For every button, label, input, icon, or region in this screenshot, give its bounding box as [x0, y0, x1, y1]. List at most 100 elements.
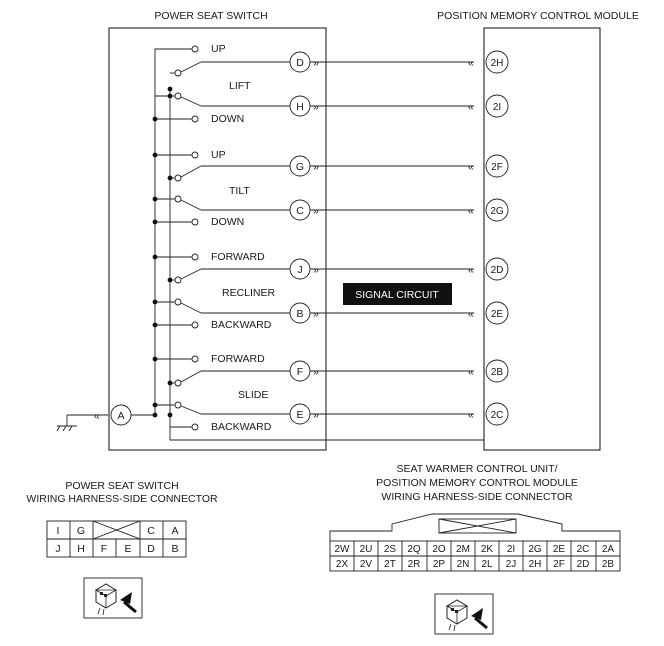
contact	[174, 298, 182, 306]
right-connector-cell: 2D	[577, 559, 590, 570]
right-connector-cell: 2L	[481, 559, 493, 570]
right-connector-cell: 2F	[553, 559, 565, 570]
right-connector-cell: 2G	[528, 544, 542, 555]
left-connector-cell: B	[171, 543, 178, 555]
junction-dot	[152, 219, 158, 225]
junction-dot	[152, 412, 158, 418]
svg-text:«: «	[468, 308, 474, 320]
left-connector-cell: I	[57, 525, 60, 537]
right-connector-cell: 2N	[457, 559, 470, 570]
contact	[191, 151, 199, 159]
module-title: POSITION MEMORY CONTROL MODULE	[437, 10, 639, 22]
right-connector-cell: 2B	[602, 559, 615, 570]
junction-dot	[152, 322, 158, 328]
left-connector-cell: C	[147, 525, 155, 537]
recliner-backward-label: BACKWARD	[211, 319, 272, 331]
pin-d-label: D	[296, 57, 304, 69]
right-connector-cell: 2X	[336, 559, 349, 570]
ground-hatch	[68, 425, 73, 432]
right-connector-cell: 2I	[507, 544, 515, 555]
pin-2i-label: 2I	[493, 102, 501, 113]
right-connector-cell: 2T	[384, 559, 396, 570]
pin-2g	[485, 198, 509, 222]
junction-dot	[167, 277, 173, 283]
pin-2d	[485, 257, 509, 281]
right-connector-cell: 2M	[456, 544, 470, 555]
right-connector-title-1: SEAT WARMER CONTROL UNIT/	[396, 463, 557, 475]
svg-text:»: »	[313, 366, 319, 378]
left-connector-cell: G	[77, 525, 85, 537]
contact	[174, 195, 182, 203]
contact	[191, 321, 199, 329]
right-connector-cell: 2S	[384, 544, 397, 555]
pin-b-label: B	[296, 308, 303, 320]
pin-h-label: H	[296, 101, 304, 113]
junction-dot	[167, 86, 173, 92]
svg-text:»: »	[313, 409, 319, 421]
junction-dot	[152, 356, 158, 362]
junction-dot	[167, 175, 173, 181]
slide-forward-label: FORWARD	[211, 353, 265, 365]
left-connector-title-2: WIRING HARNESS-SIDE CONNECTOR	[26, 493, 218, 505]
contact	[191, 423, 199, 431]
svg-text:«: «	[468, 205, 474, 217]
pin-j-label: J	[297, 264, 302, 276]
svg-text:»: »	[313, 101, 319, 113]
left-connector-face: I G C A J H F E D B	[46, 520, 187, 558]
connector-chevron: «	[94, 410, 100, 422]
ground-hatch	[62, 425, 67, 432]
svg-text:»: »	[313, 205, 319, 217]
contact	[191, 218, 199, 226]
right-connector-face: 2W 2U 2S 2Q 2O 2M 2K 2I 2G 2E 2C 2A 2X 2…	[329, 513, 621, 572]
lift-up-label: UP	[211, 43, 226, 55]
pin-2h	[485, 50, 509, 74]
lift-group: UP LIFT DOWN	[152, 43, 290, 125]
right-connector-cell: 2A	[602, 544, 615, 555]
signal-circuit-badge	[343, 283, 452, 305]
right-connector-cell: 2H	[529, 559, 542, 570]
ground-hatch	[56, 425, 61, 432]
pin-2f	[485, 154, 509, 178]
module-box	[483, 27, 601, 451]
right-connector-cell: 2Q	[407, 544, 421, 555]
svg-text:«: «	[468, 101, 474, 113]
lift-name: LIFT	[229, 80, 251, 92]
pin-2e-label: 2E	[491, 309, 504, 320]
contact	[174, 69, 182, 77]
module-chevrons: « « « « « « « «	[468, 57, 474, 421]
contact	[191, 45, 199, 53]
switch-box	[108, 27, 327, 451]
contact	[174, 379, 182, 387]
left-connector-cell: E	[124, 543, 131, 555]
junction-dot	[167, 93, 173, 99]
pin-2c	[485, 402, 509, 426]
right-connector-cell: 2E	[553, 544, 566, 555]
right-connector-cell: 2C	[577, 544, 590, 555]
junction-dot	[152, 254, 158, 260]
connector-view-icon	[434, 593, 494, 635]
svg-text:»: »	[313, 161, 319, 173]
pin-g-label: G	[296, 161, 304, 173]
svg-text:«: «	[468, 264, 474, 276]
tilt-group: UP TILT DOWN	[152, 149, 290, 228]
svg-text:«: «	[468, 409, 474, 421]
junction-dot	[152, 116, 158, 122]
junction-dot	[152, 152, 158, 158]
right-connector-cell: 2O	[432, 544, 446, 555]
pin-2c-label: 2C	[491, 410, 504, 421]
contact	[191, 355, 199, 363]
module-pins: 2H 2I 2F 2G 2D 2E 2B 2C	[485, 50, 509, 426]
tilt-name: TILT	[229, 185, 250, 197]
tilt-up-label: UP	[211, 149, 226, 161]
junction-dot	[152, 196, 158, 202]
pin-2b-label: 2B	[491, 367, 504, 378]
left-connector-cell: F	[101, 543, 107, 555]
right-connector-grid-lines	[353, 541, 597, 571]
switch-chevrons: » » » » » » » »	[313, 57, 319, 421]
pin-2b	[485, 359, 509, 383]
connector-view-icon	[83, 577, 143, 619]
junction-dot	[152, 402, 158, 408]
tilt-down-label: DOWN	[211, 216, 244, 228]
signal-circuit-label: SIGNAL CIRCUIT	[355, 289, 439, 301]
contact	[174, 276, 182, 284]
